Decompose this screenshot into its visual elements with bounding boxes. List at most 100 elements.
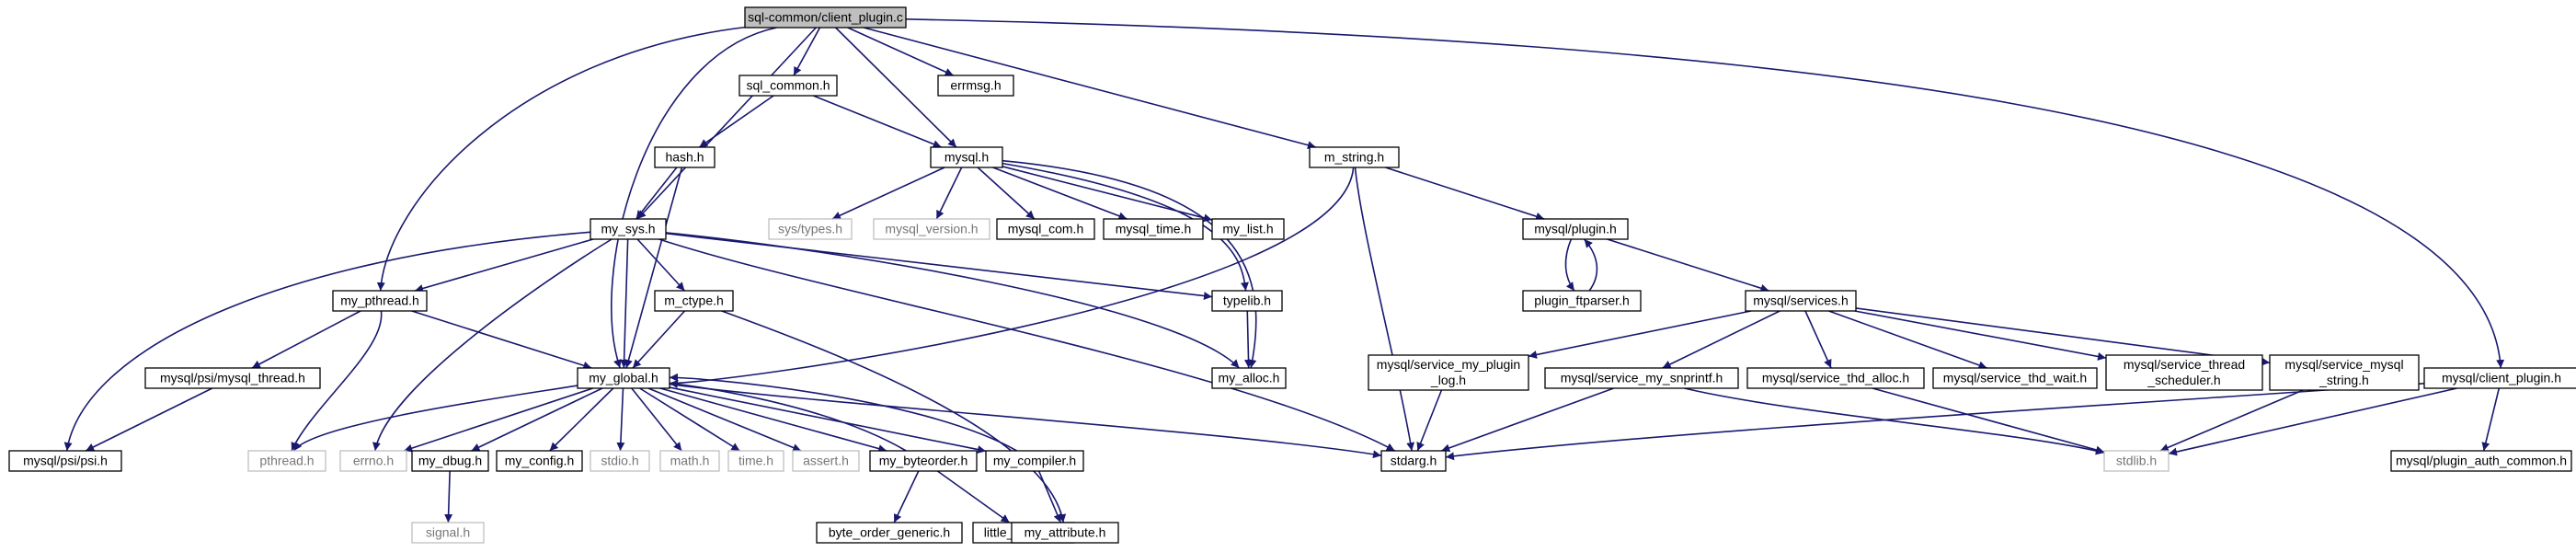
node-box bbox=[727, 450, 784, 472]
edge-my-byteorder-h-to-byte-order-generic-h bbox=[893, 470, 920, 523]
node-byte-order-generic-h[interactable]: byte_order_generic.h bbox=[816, 522, 963, 544]
node-svc-snprintf-h[interactable]: mysql/service_my_snprintf.h bbox=[1544, 367, 1739, 389]
node-box bbox=[1011, 522, 1119, 544]
node-label: my_config.h bbox=[505, 454, 574, 468]
edge-my-sys-h-to-typelib-h bbox=[665, 232, 1213, 301]
node-svc-plugin-log-h[interactable]: mysql/service_my_plugin_log.h bbox=[1368, 354, 1529, 391]
node-stdarg-h[interactable]: stdarg.h bbox=[1380, 450, 1447, 472]
node-label: byte_order_generic.h bbox=[829, 525, 950, 540]
node-label: mysql/service_my_plugin bbox=[1377, 357, 1520, 372]
edge-my-global-h-to-my-byteorder-h bbox=[659, 387, 887, 453]
node-sys-types-h[interactable]: sys/types.h bbox=[768, 218, 853, 240]
node-mysql-h[interactable]: mysql.h bbox=[930, 146, 1003, 168]
node-label: plugin_ftparser.h bbox=[1534, 293, 1630, 308]
node-box bbox=[1544, 367, 1739, 389]
node-my-pthread-h[interactable]: my_pthread.h bbox=[332, 290, 428, 312]
node-assert-h[interactable]: assert.h bbox=[792, 450, 860, 472]
edge-my-sys-h-to-my-alloc-h bbox=[665, 232, 1240, 369]
node-label: _scheduler.h bbox=[2147, 373, 2220, 387]
node-svc-thd-wait-h[interactable]: mysql/service_thd_wait.h bbox=[1932, 367, 2098, 389]
node-hash-h[interactable]: hash.h bbox=[654, 146, 716, 168]
node-mysql-services-h[interactable]: mysql/services.h bbox=[1745, 290, 1857, 312]
node-time-h[interactable]: time.h bbox=[727, 450, 784, 472]
node-plugin-auth-common-h[interactable]: mysql/plugin_auth_common.h bbox=[2390, 450, 2572, 472]
node-signal-h[interactable]: signal.h bbox=[411, 522, 485, 544]
node-label: sys/types.h bbox=[778, 222, 842, 236]
node-stdlib-h[interactable]: stdlib.h bbox=[2103, 450, 2170, 472]
node-my-global-h[interactable]: my_global.h bbox=[577, 367, 670, 389]
node-box bbox=[2103, 450, 2170, 472]
edge-client-plugin-c-to-my-pthread-h bbox=[376, 26, 746, 292]
node-label: my_byteorder.h bbox=[879, 454, 968, 468]
node-box bbox=[768, 218, 853, 240]
edge-my-global-h-to-my-compiler-h bbox=[669, 386, 987, 454]
node-mysql-version-h[interactable]: mysql_version.h bbox=[873, 218, 990, 240]
node-my-list-h[interactable]: my_list.h bbox=[1211, 218, 1285, 240]
node-errmsg-h[interactable]: errmsg.h bbox=[937, 75, 1014, 97]
edge-mysql-services-h-to-svc-mysql-string-h bbox=[1855, 307, 2271, 366]
node-my-dbug-h[interactable]: my_dbug.h bbox=[411, 450, 489, 472]
node-mysql-client-plugin-h[interactable]: mysql/client_plugin.h bbox=[2423, 367, 2576, 389]
node-sql-common-h[interactable]: sql_common.h bbox=[738, 75, 838, 97]
node-box bbox=[792, 450, 860, 472]
node-my-config-h[interactable]: my_config.h bbox=[496, 450, 583, 472]
node-label: mysql/service_thread bbox=[2124, 357, 2245, 372]
edge-my-pthread-h-to-pthread-h bbox=[291, 310, 383, 452]
edge-my-sys-h-to-my-global-h bbox=[620, 238, 629, 369]
node-math-h[interactable]: math.h bbox=[659, 450, 720, 472]
node-box bbox=[332, 290, 428, 312]
node-mysql-plugin-h[interactable]: mysql/plugin.h bbox=[1522, 218, 1629, 240]
edge-my-global-h-to-stdio-h bbox=[616, 387, 625, 452]
node-my-byteorder-h[interactable]: my_byteorder.h bbox=[869, 450, 978, 472]
node-my-sys-h[interactable]: my_sys.h bbox=[590, 218, 667, 240]
edge-my-global-h-to-math-h bbox=[631, 387, 682, 452]
node-errno-h[interactable]: errno.h bbox=[339, 450, 407, 472]
node-psi-mysql-thread-h[interactable]: mysql/psi/mysql_thread.h bbox=[144, 367, 321, 389]
edge-svc-snprintf-h-to-stdarg-h bbox=[1441, 387, 1614, 453]
node-client-plugin-c[interactable]: sql-common/client_plugin.c bbox=[744, 6, 907, 29]
node-box bbox=[654, 290, 734, 312]
edge-mysql-h-to-sys-types-h bbox=[831, 167, 945, 220]
node-label: mysql/service_thd_wait.h bbox=[1943, 371, 2087, 385]
node-psi-h[interactable]: mysql/psi/psi.h bbox=[8, 450, 122, 472]
edge-mysql-h-to-mysql-time-h bbox=[992, 167, 1128, 220]
edge-my-pthread-h-to-psi-mysql-thread-h bbox=[251, 310, 361, 369]
node-box bbox=[1103, 218, 1204, 240]
edge-m-ctype-h-to-my-global-h bbox=[632, 310, 686, 369]
node-m-ctype-h[interactable]: m_ctype.h bbox=[654, 290, 734, 312]
edge-client-plugin-c-to-my-sys-h bbox=[636, 27, 817, 220]
node-mysql-time-h[interactable]: mysql_time.h bbox=[1103, 218, 1204, 240]
node-my-attribute-h[interactable]: my_attribute.h bbox=[1011, 522, 1119, 544]
edge-svc-snprintf-h-to-stdlib-h bbox=[1684, 387, 2105, 455]
edge-client-plugin-c-to-my-global-h bbox=[611, 27, 777, 369]
node-label: my_list.h bbox=[1222, 222, 1273, 236]
node-box bbox=[8, 450, 122, 472]
node-label: mysql/service_my_snprintf.h bbox=[1561, 371, 1723, 385]
node-box bbox=[744, 6, 907, 29]
node-box bbox=[2105, 354, 2263, 391]
node-plugin-ftparser-h[interactable]: plugin_ftparser.h bbox=[1522, 290, 1642, 312]
node-svc-thread-sched-h[interactable]: mysql/service_thread_scheduler.h bbox=[2105, 354, 2263, 391]
node-box bbox=[496, 450, 583, 472]
node-box bbox=[1380, 450, 1447, 472]
edge-hash-h-to-my-global-h bbox=[624, 167, 683, 369]
node-my-alloc-h[interactable]: my_alloc.h bbox=[1211, 367, 1287, 389]
node-typelib-h[interactable]: typelib.h bbox=[1211, 290, 1283, 312]
node-box bbox=[590, 450, 650, 472]
edge-mysql-client-plugin-h-to-stdarg-h bbox=[1445, 383, 2425, 461]
node-stdio-h[interactable]: stdio.h bbox=[590, 450, 650, 472]
node-svc-mysql-string-h[interactable]: mysql/service_mysql_string.h bbox=[2269, 354, 2420, 391]
edge-psi-mysql-thread-h-to-psi-h bbox=[85, 387, 213, 452]
node-m-string-h[interactable]: m_string.h bbox=[1309, 146, 1400, 168]
node-label: my_dbug.h bbox=[418, 454, 482, 468]
edge-my-global-h-to-my-config-h bbox=[549, 387, 614, 452]
node-box bbox=[738, 75, 838, 97]
edge-my-pthread-h-to-my-global-h bbox=[411, 310, 592, 370]
node-label: mysql/service_mysql bbox=[2284, 357, 2403, 372]
node-svc-thd-alloc-h[interactable]: mysql/service_thd_alloc.h bbox=[1746, 367, 1925, 389]
node-pthread-h[interactable]: pthread.h bbox=[247, 450, 326, 472]
node-my-compiler-h[interactable]: my_compiler.h bbox=[985, 450, 1084, 472]
edge-hash-h-to-my-sys-h bbox=[635, 167, 678, 220]
node-mysql-com-h[interactable]: mysql_com.h bbox=[996, 218, 1095, 240]
node-box bbox=[247, 450, 326, 472]
